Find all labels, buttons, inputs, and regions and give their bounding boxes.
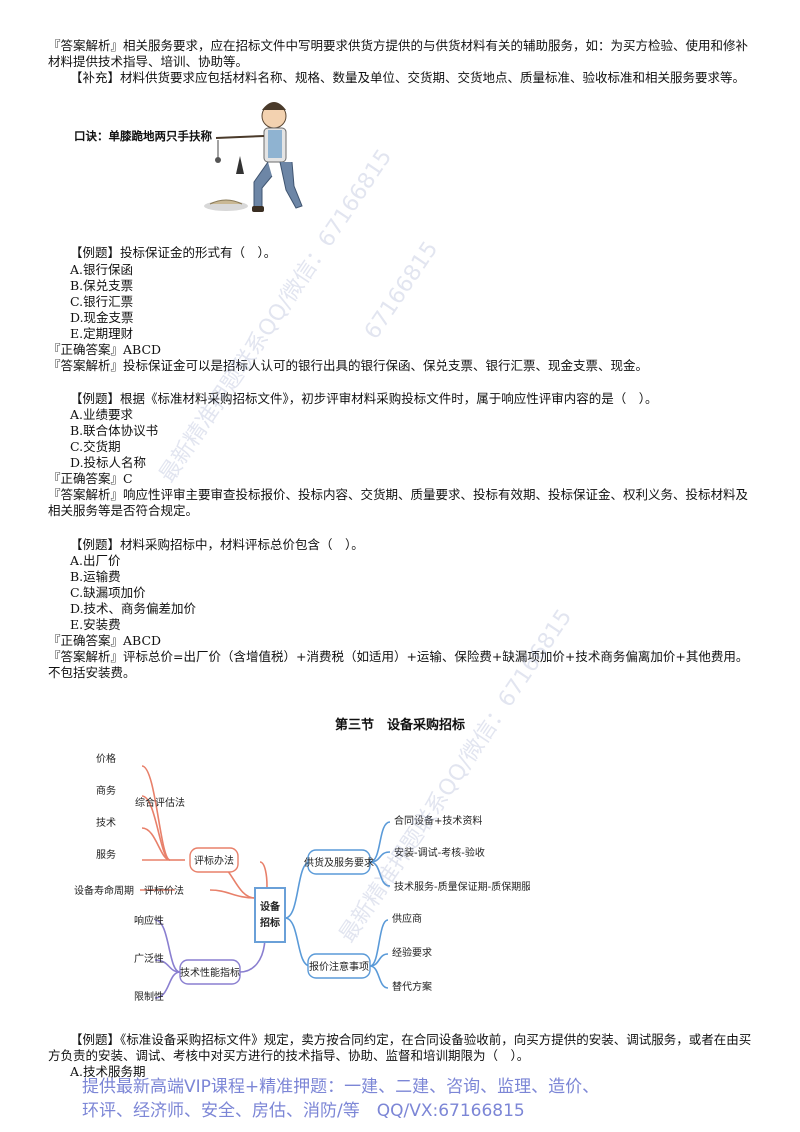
node-supplier: 供应商 [392,912,422,925]
footer-line-1: 提供最新高端VIP课程+精准押题：一建、二建、咨询、监理、造价、 [82,1077,600,1097]
node-alternative: 替代方案 [392,980,432,993]
footer-line-2: 环评、经济师、安全、房估、消防/等 QQ/VX:67166815 [82,1101,525,1121]
watermark-number: 67166815 [360,237,444,344]
node-supply-service: 供货及服务要求 [304,856,374,869]
option-a: A.技术服务期 [70,1064,146,1079]
option-b: B.保兑支票 [70,278,134,293]
node-lowest-price: 评标价法 [144,884,184,897]
node-tech-service: 技术服务-质量保证期-质保期服务 [394,880,530,893]
node-tech-indicators: 技术性能指标 [180,966,240,979]
node-install: 安装-调试-考核-验收 [394,846,485,859]
option-c: C.交货期 [70,439,121,454]
answer-analysis: 『答案解析』评标总价=出厂价（含增值税）+消费税（如适用）+运输、保险费+缺漏项… [48,649,749,680]
mindmap-center-line2: 招标 [260,916,280,929]
option-d: D.技术、商务偏差加价 [70,601,197,616]
node-responsiveness: 响应性 [134,914,164,927]
option-a: A.出厂价 [70,553,121,568]
mindmap-center-line1: 设备 [260,900,281,913]
option-b: B.联合体协议书 [70,423,159,438]
node-restrictiveness: 限制性 [134,990,164,1003]
node-experience: 经验要求 [392,946,432,959]
option-d: D.现金支票 [70,310,134,325]
question-stem: 【例题】材料采购招标中，材料评标总价包含（ ）。 [70,537,364,552]
node-lifecycle: 设备寿命周期 [74,884,134,897]
node-business: 商务 [96,784,116,797]
option-d: D.投标人名称 [70,455,147,470]
answer-analysis: 『答案解析』响应性评审主要审查投标报价、投标内容、交货期、质量要求、投标有效期、… [48,487,749,518]
section-title: 第三节 设备采购招标 [334,718,465,733]
node-universality: 广泛性 [134,952,164,965]
node-service: 服务 [96,848,116,861]
option-b: B.运输费 [70,569,121,584]
option-c: C.缺漏项加价 [70,585,146,600]
question-stem: 【例题】投标保证金的形式有（ ）。 [70,245,277,260]
option-a: A.银行保函 [70,262,134,277]
option-c: C.银行汇票 [70,294,134,309]
supplement-paragraph: 【补充】材料供货要求应包括材料名称、规格、数量及单位、交货期、交货地点、质量标准… [70,70,746,85]
node-comprehensive: 综合评估法 [135,796,185,809]
kneeling-man-illustration [204,102,303,212]
mnemonic-label: 口诀：单膝跪地两只手扶称 [74,129,212,143]
option-e: E.定期理财 [70,326,134,341]
equipment-procurement-mindmap: 设备 招标 评标办法 综合评估法 价格 商务 技术 服务 评标价法 设备寿命周期… [74,752,530,1003]
node-quote-notes: 报价注意事项 [309,960,369,973]
node-price: 价格 [96,752,116,765]
correct-answer: 『正确答案』ABCD [48,342,162,357]
option-e: E.安装费 [70,617,121,632]
question-stem: 【例题】根据《标准材料采购招标文件》，初步评审材料采购投标文件时，属于响应性评审… [70,391,658,406]
answer-analysis-paragraph: 『答案解析』相关服务要求，应在招标文件中写明要求供货方提供的与供货材料有关的辅助… [48,38,749,69]
option-a: A.业绩要求 [70,407,134,422]
node-technology: 技术 [96,816,116,829]
answer-analysis: 『答案解析』投标保证金可以是招标人认可的银行出具的银行保函、保兑支票、银行汇票、… [48,358,649,373]
node-contract-equipment: 合同设备+技术资料 [394,814,482,827]
correct-answer: 『正确答案』ABCD [48,633,162,648]
node-eval-method: 评标办法 [194,854,234,867]
correct-answer: 『正确答案』C [48,471,133,486]
question-stem: 【例题】《标准设备采购招标文件》规定，卖方按合同约定，在合同设备验收前，向买方提… [48,1032,752,1063]
